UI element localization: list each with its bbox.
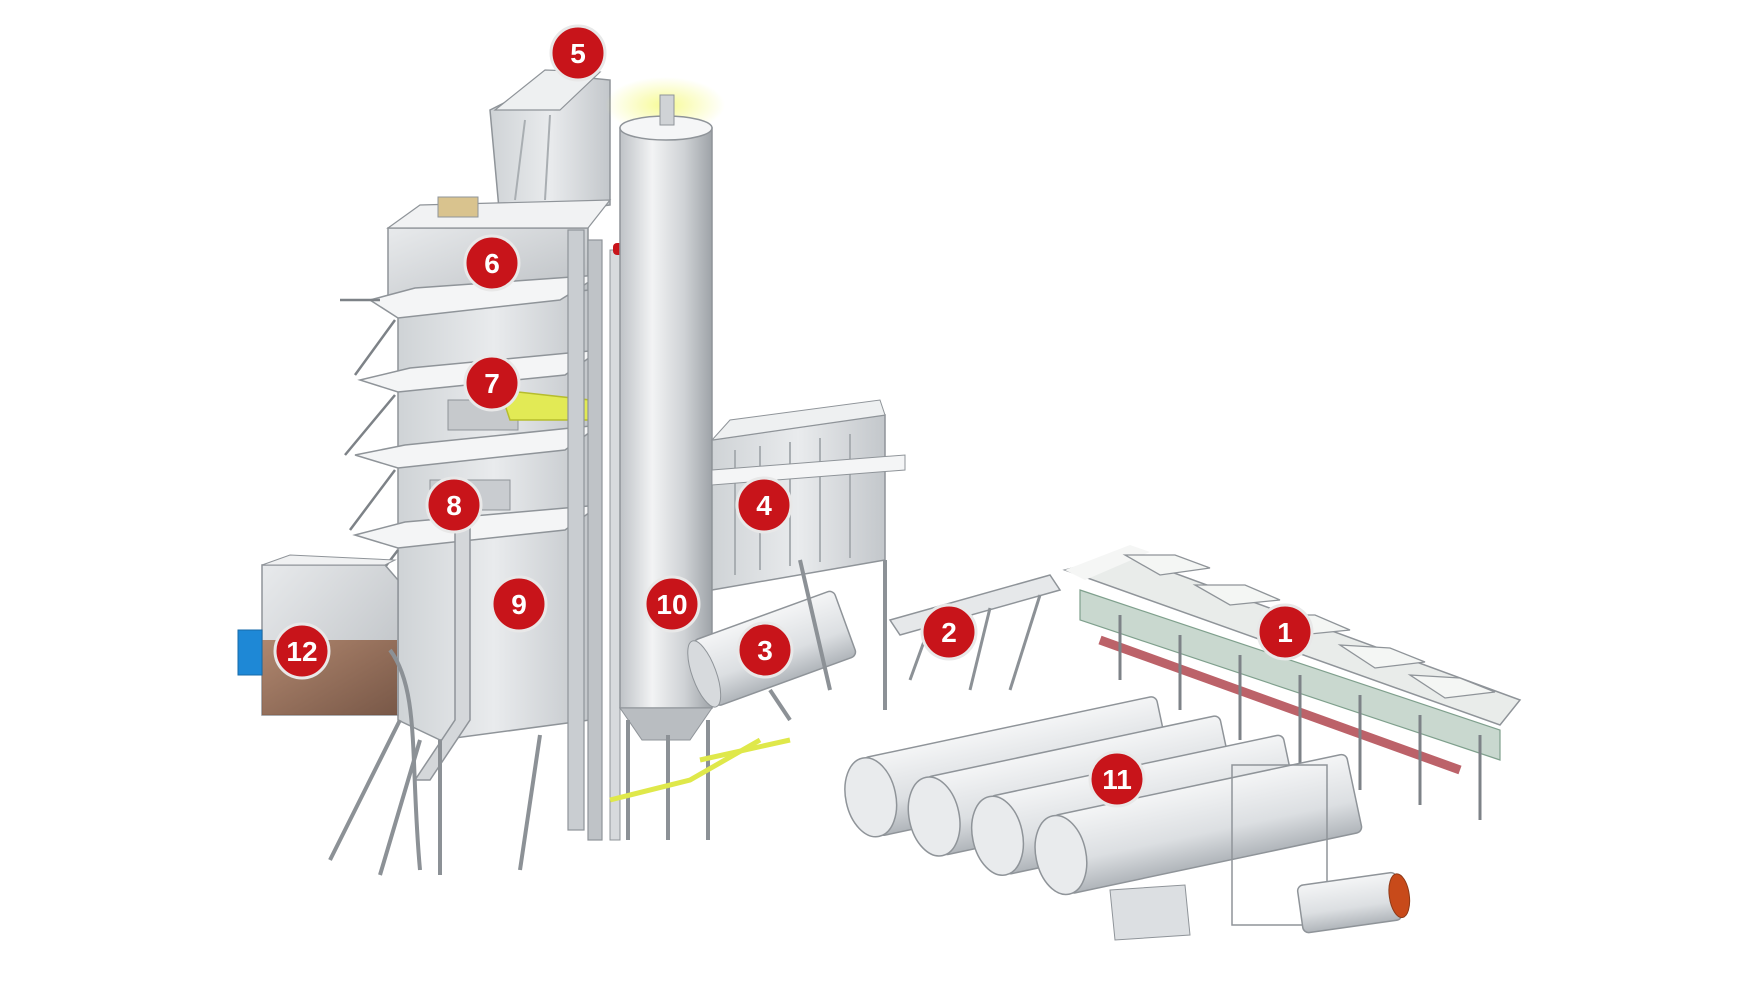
callout-badge-circle <box>736 621 794 679</box>
callout-badge-circle <box>643 575 701 633</box>
callout-badge-number: 1 <box>1277 617 1293 648</box>
callout-badge-8: 8 <box>425 476 483 534</box>
callout-badge-number: 6 <box>484 248 500 279</box>
mixing-tower <box>328 69 633 876</box>
callout-badge-2: 2 <box>920 603 978 661</box>
callout-badge-number: 3 <box>757 635 773 666</box>
callout-badge-number: 10 <box>656 589 687 620</box>
callout-badge-number: 4 <box>756 490 772 521</box>
callout-badge-number: 5 <box>570 38 586 69</box>
baghouse-and-dryer <box>687 399 906 722</box>
callout-badge-circle <box>273 622 331 680</box>
horizontal-storage-tanks <box>844 696 1411 941</box>
callout-badge-number: 7 <box>484 368 500 399</box>
callout-badge-5: 5 <box>549 24 607 82</box>
callout-badge-circle <box>425 476 483 534</box>
callout-badge-number: 11 <box>1102 764 1132 795</box>
callout-badge-circle <box>490 575 548 633</box>
callout-badge-6: 6 <box>463 234 521 292</box>
callout-badge-circle <box>463 354 521 412</box>
callout-badge-circle <box>463 234 521 292</box>
callout-badge-number: 8 <box>446 490 462 521</box>
callout-badge-number: 9 <box>511 589 527 620</box>
callout-badge-12: 12 <box>273 622 331 680</box>
callout-badge-number: 2 <box>941 617 957 648</box>
callout-badge-11: 11 <box>1088 750 1146 808</box>
callout-badge-4: 4 <box>735 476 793 534</box>
callout-badge-circle <box>1088 750 1146 808</box>
callout-badge-1: 1 <box>1256 603 1314 661</box>
callout-badge-9: 9 <box>490 575 548 633</box>
callout-badge-circle <box>1256 603 1314 661</box>
callout-badge-number: 12 <box>286 636 317 667</box>
callout-badge-circle <box>549 24 607 82</box>
callout-badge-circle <box>920 603 978 661</box>
control-cabin <box>237 554 422 871</box>
callout-badge-10: 10 <box>643 575 701 633</box>
callout-badge-7: 7 <box>463 354 521 412</box>
callout-badge-circle <box>735 476 793 534</box>
callout-badge-3: 3 <box>736 621 794 679</box>
